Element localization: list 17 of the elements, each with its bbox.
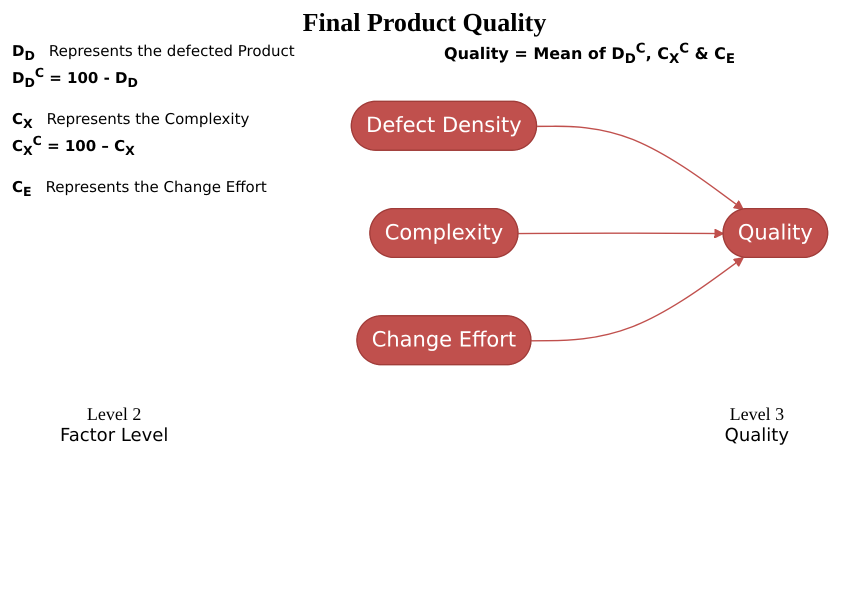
symbol-label: D$_{D}$ <box>12 42 35 63</box>
level-label: Level 3 <box>730 404 784 425</box>
arrow <box>532 256 744 342</box>
description-text: Represents the defected Product <box>48 42 295 60</box>
arrow <box>537 125 744 210</box>
level-label: Level 2 <box>86 404 142 425</box>
description-text: Represents the Complexity <box>46 110 250 128</box>
arrow <box>518 228 724 238</box>
formula-text: D$_{D}$$^{C}$ = 100 - D$_{D}$ <box>12 65 139 90</box>
diagram-title: Final Product Quality <box>302 8 548 38</box>
formula-text: C$_{X}$$^{C}$ = 100 – C$_{X}$ <box>12 133 136 158</box>
level-label: Factor Level <box>60 424 168 446</box>
level-label: Quality <box>724 424 789 446</box>
symbol-label: C$_{X}$ <box>12 110 33 131</box>
symbol-label: C$_{E}$ <box>12 178 32 199</box>
description-text: Represents the Change Effort <box>46 178 267 196</box>
formula-text: Quality = Mean of D$_{D}$$^{C}$, C$_{X}$$^{C}$ & C$_{E}$ <box>444 44 735 64</box>
